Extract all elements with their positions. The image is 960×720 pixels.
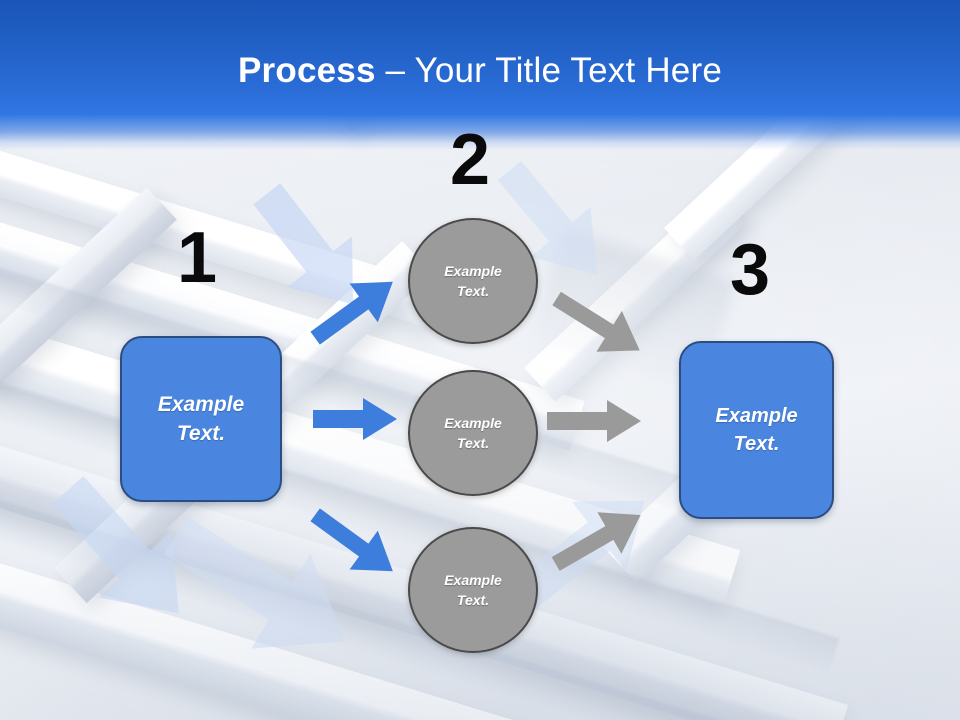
connector-circle-bottom-to-box	[547, 502, 651, 576]
process-input-box-label: Example Text.	[157, 393, 245, 445]
background-art-arrow-2	[470, 140, 640, 310]
process-circle-top-label: Example Text.	[444, 263, 502, 299]
connector-circle-middle-to-box	[547, 398, 643, 444]
process-circle-top[interactable]: Example Text.	[408, 218, 538, 344]
connector-box-to-circle-bottom	[304, 505, 404, 581]
background-art-arrow-3	[28, 462, 228, 652]
step-number-2: 2	[449, 120, 491, 200]
step-number-1: 1	[176, 218, 218, 298]
process-output-box[interactable]: Example Text.	[679, 341, 834, 519]
process-input-box[interactable]: Example Text.	[120, 336, 282, 502]
connector-box-to-circle-top	[304, 272, 404, 348]
title-band	[0, 0, 960, 150]
background-art-arrow-1	[228, 168, 398, 338]
process-circle-middle[interactable]: Example Text.	[408, 370, 538, 496]
step-number-3: 3	[729, 230, 771, 310]
page-title: Process – Your Title Text Here	[0, 50, 960, 92]
background-art-arrow-4	[148, 490, 378, 690]
process-circle-bottom[interactable]: Example Text.	[408, 527, 538, 653]
connector-box-to-circle-middle	[313, 396, 397, 442]
process-circle-middle-label: Example Text.	[444, 415, 502, 451]
connector-circle-top-to-box	[547, 288, 651, 362]
page-title-regular: – Your Title Text Here	[375, 51, 722, 90]
page-title-bold: Process	[238, 51, 376, 90]
process-output-box-label: Example Text.	[715, 405, 798, 455]
process-circle-bottom-label: Example Text.	[444, 572, 502, 608]
